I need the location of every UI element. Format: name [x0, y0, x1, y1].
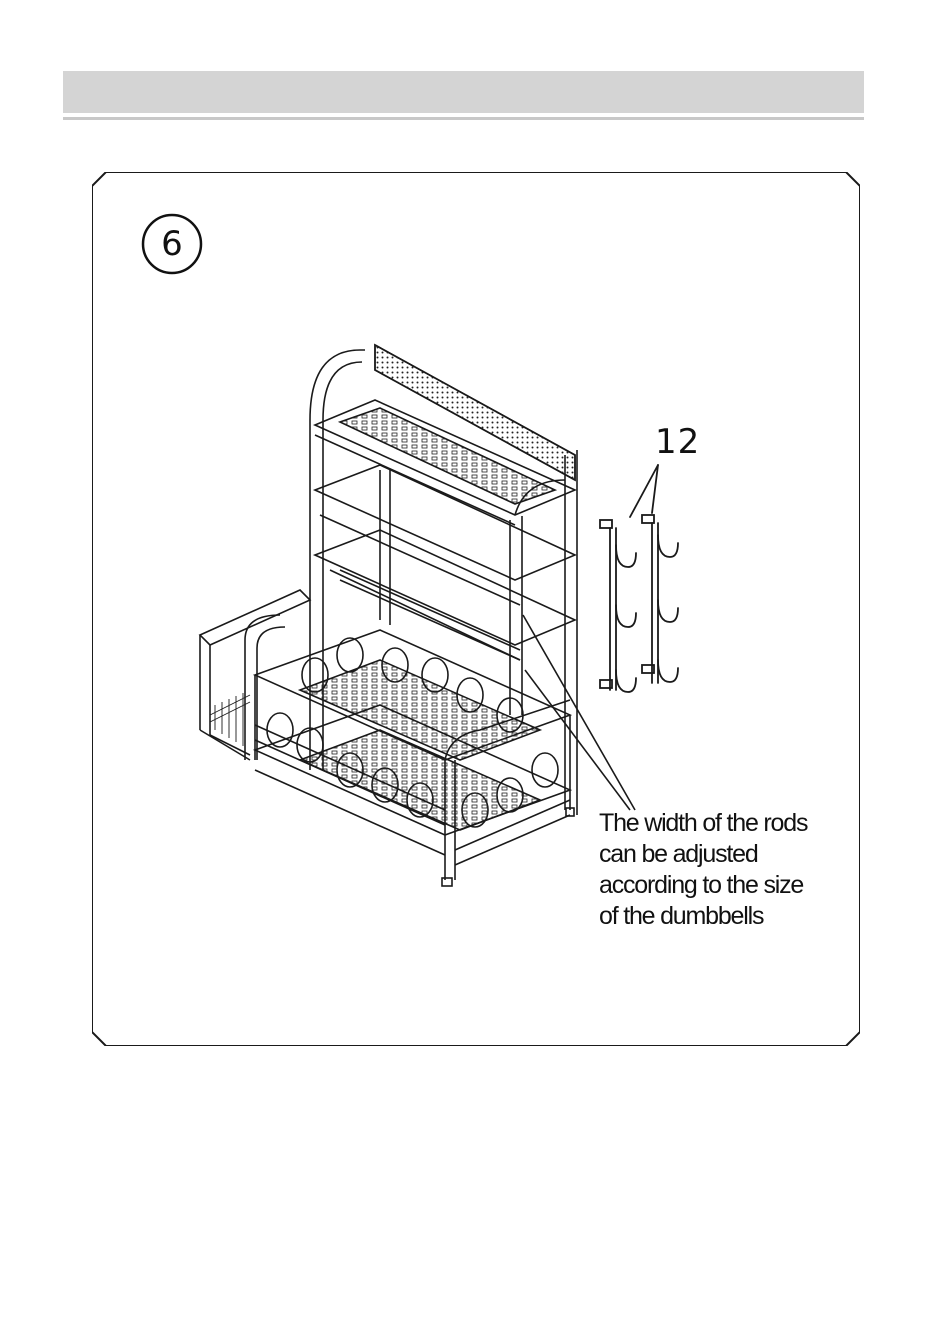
note-line: can be adjusted	[599, 839, 849, 870]
hook-part-number: 12	[655, 425, 700, 459]
note-line: of the dumbbells	[599, 901, 849, 932]
section-header-band	[63, 71, 864, 113]
header-divider	[63, 117, 864, 120]
step-number: 6	[161, 227, 183, 261]
hook-icon	[590, 455, 700, 705]
note-line: according to the size	[599, 870, 849, 901]
rack-illustration	[180, 330, 650, 890]
note-line: The width of the rods	[599, 808, 849, 839]
adjustment-note: The width of the rods can be adjusted ac…	[599, 808, 849, 932]
step-number-badge: 6	[141, 213, 203, 275]
